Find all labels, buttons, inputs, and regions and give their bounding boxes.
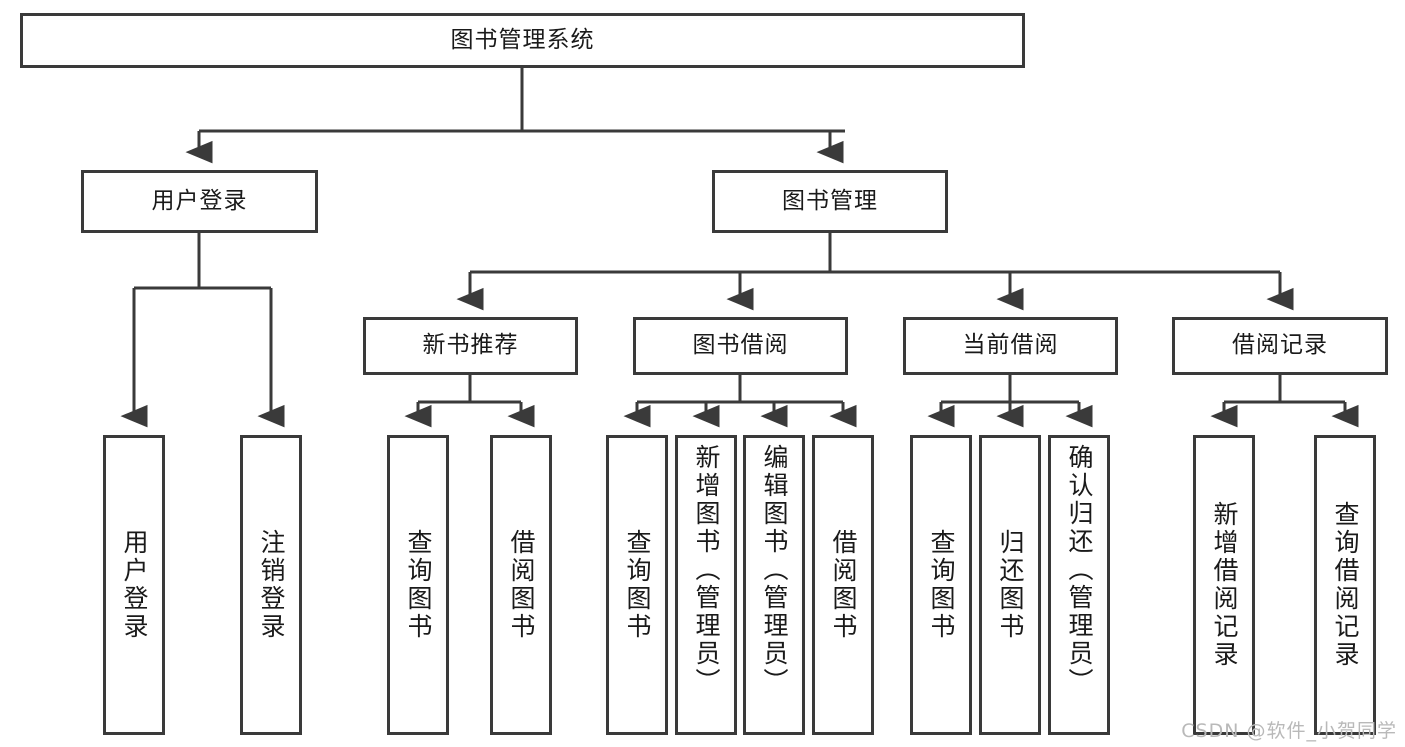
node-borrow-record[interactable]: 借阅记录 [1172,317,1388,375]
node-leaf-confirm-return[interactable]: 确认归还（管理员） [1048,435,1110,735]
node-leaf-query-book-2[interactable]: 查询图书 [606,435,668,735]
node-leaf-add-record[interactable]: 新增借阅记录 [1193,435,1255,735]
node-leaf-return-book[interactable]: 归还图书 [979,435,1041,735]
node-leaf-add-book[interactable]: 新增图书（管理员） [675,435,737,735]
node-leaf-query-book-3-label: 查询图书 [927,529,956,641]
node-user-login[interactable]: 用户登录 [81,170,318,233]
node-leaf-query-book-1[interactable]: 查询图书 [387,435,449,735]
node-leaf-user-login[interactable]: 用户登录 [103,435,165,735]
node-leaf-query-book-2-label: 查询图书 [623,529,652,641]
node-leaf-add-record-label: 新增借阅记录 [1210,501,1239,669]
node-root[interactable]: 图书管理系统 [20,13,1025,68]
node-leaf-borrow-book-1[interactable]: 借阅图书 [490,435,552,735]
node-leaf-borrow-book-2[interactable]: 借阅图书 [812,435,874,735]
node-current-borrow[interactable]: 当前借阅 [903,317,1118,375]
node-leaf-logout-label: 注销登录 [257,529,286,641]
node-leaf-return-book-label: 归还图书 [996,529,1025,641]
node-leaf-edit-book[interactable]: 编辑图书（管理员） [743,435,805,735]
node-leaf-logout[interactable]: 注销登录 [240,435,302,735]
node-user-login-label: 用户登录 [151,187,248,214]
node-leaf-add-book-label: 新增图书（管理员） [692,444,721,696]
node-current-borrow-label: 当前借阅 [962,332,1059,359]
node-book-manage[interactable]: 图书管理 [712,170,948,233]
node-leaf-query-book-3[interactable]: 查询图书 [910,435,972,735]
node-leaf-borrow-book-1-label: 借阅图书 [507,529,536,641]
node-leaf-query-record[interactable]: 查询借阅记录 [1314,435,1376,735]
node-new-book-recommend[interactable]: 新书推荐 [363,317,578,375]
node-borrow-record-label: 借阅记录 [1232,332,1328,359]
node-leaf-query-book-1-label: 查询图书 [404,529,433,641]
node-root-label: 图书管理系统 [450,26,595,53]
node-leaf-confirm-return-label: 确认归还（管理员） [1065,444,1094,696]
node-leaf-edit-book-label: 编辑图书（管理员） [760,444,789,696]
node-new-book-recommend-label: 新书推荐 [422,332,519,359]
node-book-borrow[interactable]: 图书借阅 [633,317,848,375]
node-book-borrow-label: 图书借阅 [692,332,789,359]
node-book-manage-label: 图书管理 [782,187,878,214]
node-leaf-query-record-label: 查询借阅记录 [1331,501,1360,669]
node-leaf-borrow-book-2-label: 借阅图书 [829,529,858,641]
node-leaf-user-login-label: 用户登录 [120,529,149,641]
